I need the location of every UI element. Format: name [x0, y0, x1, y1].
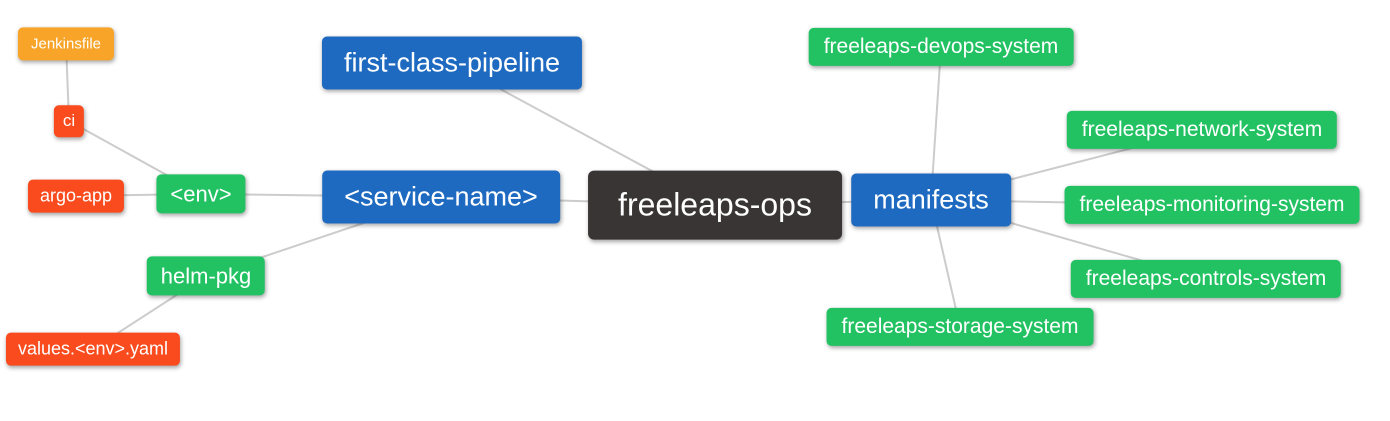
node-freeleaps-ops[interactable]: freeleaps-ops: [588, 170, 842, 240]
node-freeleaps-storage-system[interactable]: freeleaps-storage-system: [826, 307, 1094, 347]
node-argo-app[interactable]: argo-app: [27, 179, 125, 213]
node-jenkinsfile[interactable]: Jenkinsfile: [17, 27, 115, 61]
node-ci[interactable]: ci: [53, 105, 85, 137]
node-freeleaps-monitoring-system[interactable]: freeleaps-monitoring-system: [1064, 185, 1360, 225]
node-freeleaps-devops-system[interactable]: freeleaps-devops-system: [808, 27, 1074, 67]
node-values-env-yaml[interactable]: values.<env>.yaml: [5, 332, 181, 366]
node-manifests[interactable]: manifests: [851, 173, 1011, 227]
node-service-name[interactable]: <service-name>: [322, 170, 560, 224]
node-env[interactable]: <env>: [156, 174, 246, 214]
node-freeleaps-network-system[interactable]: freeleaps-network-system: [1066, 110, 1338, 150]
node-freeleaps-controls-system[interactable]: freeleaps-controls-system: [1070, 259, 1342, 299]
node-helm-pkg[interactable]: helm-pkg: [146, 256, 266, 296]
node-first-class-pipeline[interactable]: first-class-pipeline: [321, 36, 583, 90]
